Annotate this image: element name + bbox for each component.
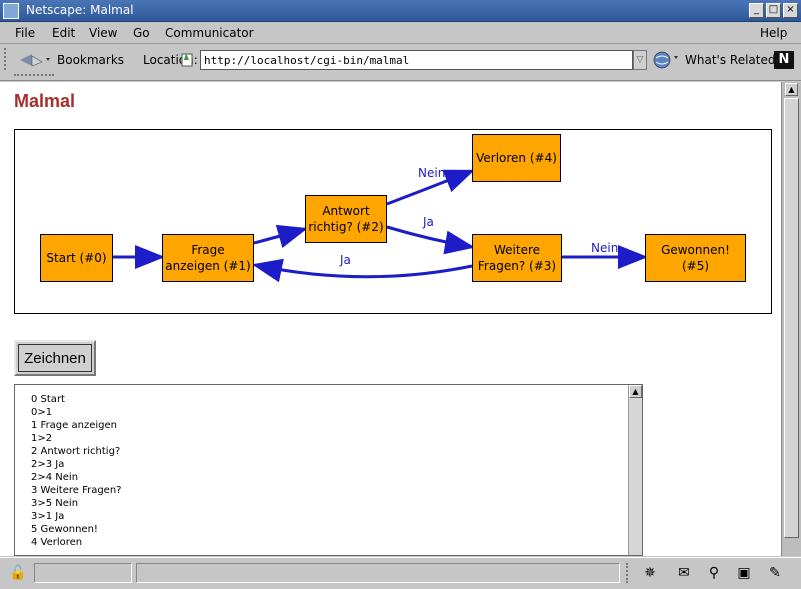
graph-node-1: Frage anzeigen (#1) — [162, 234, 254, 282]
whats-related-label[interactable]: What's Related — [685, 53, 776, 67]
mail-icon[interactable]: ✉ — [678, 565, 690, 581]
graph-node-3: Weitere Fragen? (#3) — [472, 234, 562, 282]
textarea-scrollbar[interactable]: ▲ — [628, 385, 642, 555]
status-text-field — [136, 563, 620, 583]
title-bar: Netscape: Malmal _ □ × — [0, 0, 801, 22]
menu-bar: File Edit View Go Communicator Help — [0, 22, 801, 44]
component-bar-grip[interactable] — [626, 563, 632, 583]
bookmarks-label[interactable]: Bookmarks — [57, 53, 125, 67]
graph-node-2: Antwort richtig? (#2) — [305, 195, 387, 243]
page-content: Malmal Nein Ja Nein Ja Start (#0) Frage … — [0, 82, 781, 556]
toolbar-collapse-grip[interactable] — [14, 74, 54, 77]
menu-file[interactable]: File — [15, 26, 36, 40]
window-menu-icon[interactable] — [3, 3, 19, 19]
graph-edges — [113, 169, 648, 283]
draw-button[interactable]: Zeichnen — [14, 340, 96, 376]
navigator-icon[interactable]: ✵ — [644, 565, 656, 581]
graph-source-textarea[interactable]: 0 Start 0>1 1 Frage anzeigen 1>2 2 Antwo… — [14, 384, 643, 556]
close-icon[interactable]: × — [783, 3, 798, 18]
graph-node-4: Verloren (#4) — [472, 134, 561, 182]
location-input[interactable] — [200, 50, 633, 70]
edge-label-3-5: Nein — [591, 241, 619, 255]
edge-1-2 — [253, 224, 308, 248]
newsgroups-icon[interactable]: ⚲ — [708, 565, 720, 581]
graph-node-0: Start (#0) — [40, 234, 113, 282]
menu-edit[interactable]: Edit — [52, 26, 76, 40]
toolbar-grip[interactable] — [4, 48, 10, 70]
window-title: Netscape: Malmal — [26, 3, 134, 17]
graph-source-text[interactable]: 0 Start 0>1 1 Frage anzeigen 1>2 2 Antwo… — [31, 394, 122, 548]
composer-icon[interactable]: ✎ — [769, 565, 781, 581]
menu-help[interactable]: Help — [760, 26, 788, 40]
addressbook-icon[interactable]: ▣ — [737, 565, 751, 581]
menu-communicator[interactable]: Communicator — [165, 26, 254, 40]
netscape-logo-icon[interactable]: N — [774, 51, 794, 69]
progress-field — [34, 563, 132, 583]
maximize-icon[interactable]: □ — [766, 3, 781, 18]
page-scrollbar[interactable]: ▲ — [781, 82, 801, 556]
edge-3-1 — [252, 258, 473, 283]
whats-related-icon[interactable] — [652, 50, 680, 70]
status-bar: 🔓 ✵ ✉ ⚲ ▣ ✎ — [0, 557, 801, 589]
state-graph: Nein Ja Nein Ja Start (#0) Frage anzeige… — [14, 129, 772, 314]
minimize-icon[interactable]: _ — [749, 3, 764, 18]
security-lock-icon[interactable]: 🔓 — [9, 565, 27, 581]
draw-button-label: Zeichnen — [18, 344, 92, 372]
page-scroll-up-icon[interactable]: ▲ — [785, 83, 798, 96]
edge-label-3-1: Ja — [340, 253, 351, 267]
scroll-up-icon[interactable]: ▲ — [629, 385, 642, 398]
menu-view[interactable]: View — [89, 26, 118, 40]
page-scroll-thumb[interactable] — [784, 98, 799, 538]
edge-label-2-3: Ja — [423, 215, 434, 229]
edge-2-4 — [386, 169, 475, 206]
bookmarks-icon[interactable] — [18, 50, 52, 70]
graph-node-5: Gewonnen! (#5) — [645, 234, 746, 282]
page-title: Malmal — [14, 91, 76, 111]
edge-label-2-4: Nein — [418, 166, 446, 180]
page-proxy-icon[interactable] — [178, 51, 196, 69]
menu-go[interactable]: Go — [133, 26, 150, 40]
edge-2-3 — [386, 225, 475, 255]
location-dropdown-icon[interactable]: ▽ — [633, 50, 647, 70]
location-toolbar: Bookmarks Location: ▽ What's Related N — [0, 45, 801, 81]
